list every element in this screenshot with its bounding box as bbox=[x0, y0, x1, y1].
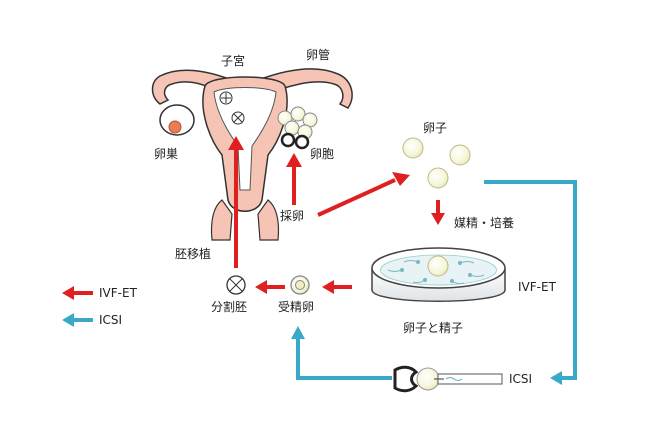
label-cleaved-embryo: 分割胚 bbox=[211, 300, 248, 314]
embryo-in-uterus bbox=[219, 91, 245, 125]
legend-arrows bbox=[62, 286, 93, 327]
follicle-cluster bbox=[277, 106, 318, 150]
label-icsi-needle: ICSI bbox=[509, 372, 533, 386]
label-ivf-et-dish: IVF-ET bbox=[518, 280, 556, 294]
uterine-cavity bbox=[213, 87, 277, 191]
label-eggs: 卵子 bbox=[423, 121, 448, 135]
petri-dish bbox=[371, 247, 506, 302]
egg-in-dish bbox=[427, 255, 449, 277]
icsi-to-zygote-arrow bbox=[296, 337, 392, 380]
label-oviduct: 卵管 bbox=[306, 48, 331, 62]
left-ovary bbox=[159, 104, 195, 136]
icsi-arrows bbox=[296, 180, 577, 380]
label-transfer: 胚移植 bbox=[175, 247, 212, 261]
label-retrieval: 採卵 bbox=[280, 209, 305, 223]
retrieval-to-eggs-arrow bbox=[317, 178, 396, 217]
ivf-arrows bbox=[228, 136, 445, 294]
ovary-egg bbox=[168, 120, 182, 134]
fertilized-egg bbox=[290, 275, 310, 295]
label-fertilized-egg: 受精卵 bbox=[278, 300, 315, 314]
retrieved-eggs bbox=[402, 137, 471, 189]
left-oviduct bbox=[151, 69, 233, 105]
label-follicle: 卵胞 bbox=[310, 147, 335, 161]
sperm-cells bbox=[387, 259, 485, 285]
right-oviduct bbox=[257, 68, 353, 109]
eggs-to-icsi-arrow bbox=[484, 180, 577, 380]
label-insemination: 媒精・培養 bbox=[454, 216, 515, 230]
uterus-illustration bbox=[151, 68, 353, 241]
icsi-pipette bbox=[393, 365, 503, 393]
cleaved-embryo bbox=[226, 275, 246, 295]
legend-label-icsi: ICSI bbox=[99, 313, 123, 327]
label-egg-and-sperm: 卵子と精子 bbox=[403, 321, 464, 335]
label-ovary: 卵巣 bbox=[154, 147, 179, 161]
legend-label-ivf-et: IVF-ET bbox=[99, 286, 137, 300]
label-uterus: 子宮 bbox=[221, 54, 246, 68]
